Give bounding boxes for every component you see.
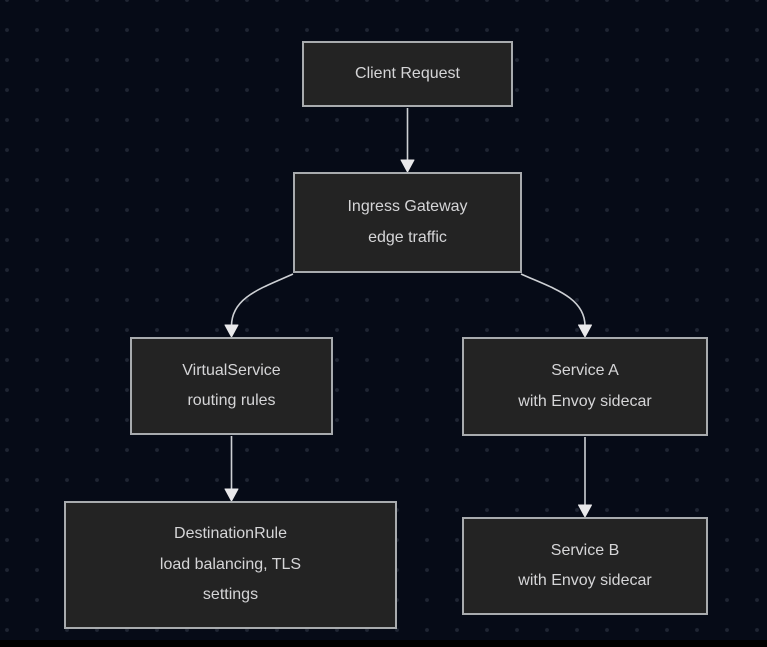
- node-label-line: edge traffic: [368, 228, 447, 246]
- edge-ingress-to-virtualservice: [230, 273, 294, 327]
- node-ingress-gateway[interactable]: Ingress Gateway edge traffic: [293, 172, 522, 273]
- node-destination-rule[interactable]: DestinationRule load balancing, TLS sett…: [64, 501, 397, 629]
- node-label-line: Service A: [551, 362, 619, 379]
- node-label-line: with Envoy sidecar: [518, 572, 652, 589]
- node-label-line: settings: [202, 586, 259, 604]
- bottom-edge-bar: [0, 640, 767, 647]
- node-label-line: load balancing, TLS: [159, 555, 302, 573]
- node-label-line: Ingress Gateway: [347, 198, 468, 215]
- node-service-b[interactable]: Service B with Envoy sidecar: [462, 517, 708, 615]
- node-label-line: routing rules: [187, 392, 276, 409]
- arrowhead-virtualservice: [224, 324, 239, 338]
- node-label-line: Client Request: [355, 64, 460, 82]
- arrowhead-ingress: [400, 159, 415, 173]
- arrowhead-destinationrule: [224, 488, 239, 502]
- node-label-line: Service B: [550, 541, 620, 559]
- node-label-line: VirtualService: [182, 361, 281, 379]
- node-label-line: DestinationRule: [174, 525, 287, 543]
- node-virtual-service[interactable]: VirtualService routing rules: [130, 337, 333, 435]
- node-service-a[interactable]: Service A with Envoy sidecar: [462, 337, 708, 436]
- node-client-request[interactable]: Client Request: [302, 41, 513, 107]
- arrowhead-service-a: [578, 324, 592, 338]
- node-label-line: with Envoy sidecar: [518, 392, 652, 410]
- arrowhead-service-b: [578, 504, 592, 518]
- edge-ingress-to-service-a: [520, 273, 586, 327]
